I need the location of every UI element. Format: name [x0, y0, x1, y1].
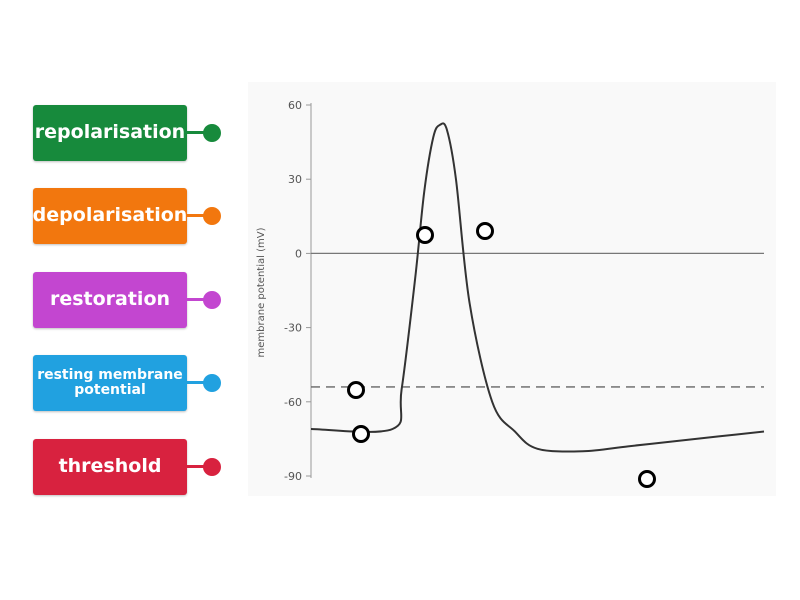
- label-repolarisation[interactable]: repolarisation: [33, 105, 187, 161]
- drop-target[interactable]: [352, 425, 370, 443]
- label-resting-membrane-potential-text: resting membrane potential: [37, 367, 183, 398]
- y-axis-label: membrane potential (mV): [256, 227, 267, 357]
- label-connector: [187, 381, 207, 384]
- drop-target[interactable]: [416, 226, 434, 244]
- action-potential-diagram: 60 30 0 -30 -60 -90 membrane potential (mV): [248, 82, 776, 496]
- label-drag-handle[interactable]: [203, 207, 221, 225]
- chart-background: [248, 82, 776, 496]
- label-threshold-text: threshold: [58, 455, 162, 478]
- label-depolarisation[interactable]: depolarisation: [33, 188, 187, 244]
- drop-target[interactable]: [476, 222, 494, 240]
- y-tick-label: -30: [284, 322, 302, 335]
- label-connector: [187, 465, 207, 468]
- label-drag-handle[interactable]: [203, 374, 221, 392]
- y-tick-label: -60: [284, 396, 302, 409]
- y-tick-label: 30: [288, 173, 302, 186]
- label-depolarisation-text: depolarisation: [32, 204, 188, 227]
- label-connector: [187, 298, 207, 301]
- label-restoration[interactable]: restoration: [33, 272, 187, 328]
- label-threshold[interactable]: threshold: [33, 439, 187, 495]
- label-connector: [187, 214, 207, 217]
- y-tick-label: 0: [295, 247, 302, 260]
- membrane-potential-curve: [310, 122, 765, 453]
- label-drag-handle[interactable]: [203, 291, 221, 309]
- label-drag-handle[interactable]: [203, 124, 221, 142]
- label-resting-membrane-potential[interactable]: resting membrane potential: [33, 355, 187, 411]
- action-potential-chart: 60 30 0 -30 -60 -90 membrane potential (mV): [248, 82, 776, 496]
- label-connector: [187, 131, 207, 134]
- y-tick-label: 60: [288, 99, 302, 112]
- label-drag-handle[interactable]: [203, 458, 221, 476]
- drop-target[interactable]: [347, 381, 365, 399]
- label-repolarisation-text: repolarisation: [34, 121, 186, 144]
- label-restoration-text: restoration: [49, 288, 171, 311]
- drop-target[interactable]: [638, 470, 656, 488]
- y-tick-label: -90: [284, 470, 302, 483]
